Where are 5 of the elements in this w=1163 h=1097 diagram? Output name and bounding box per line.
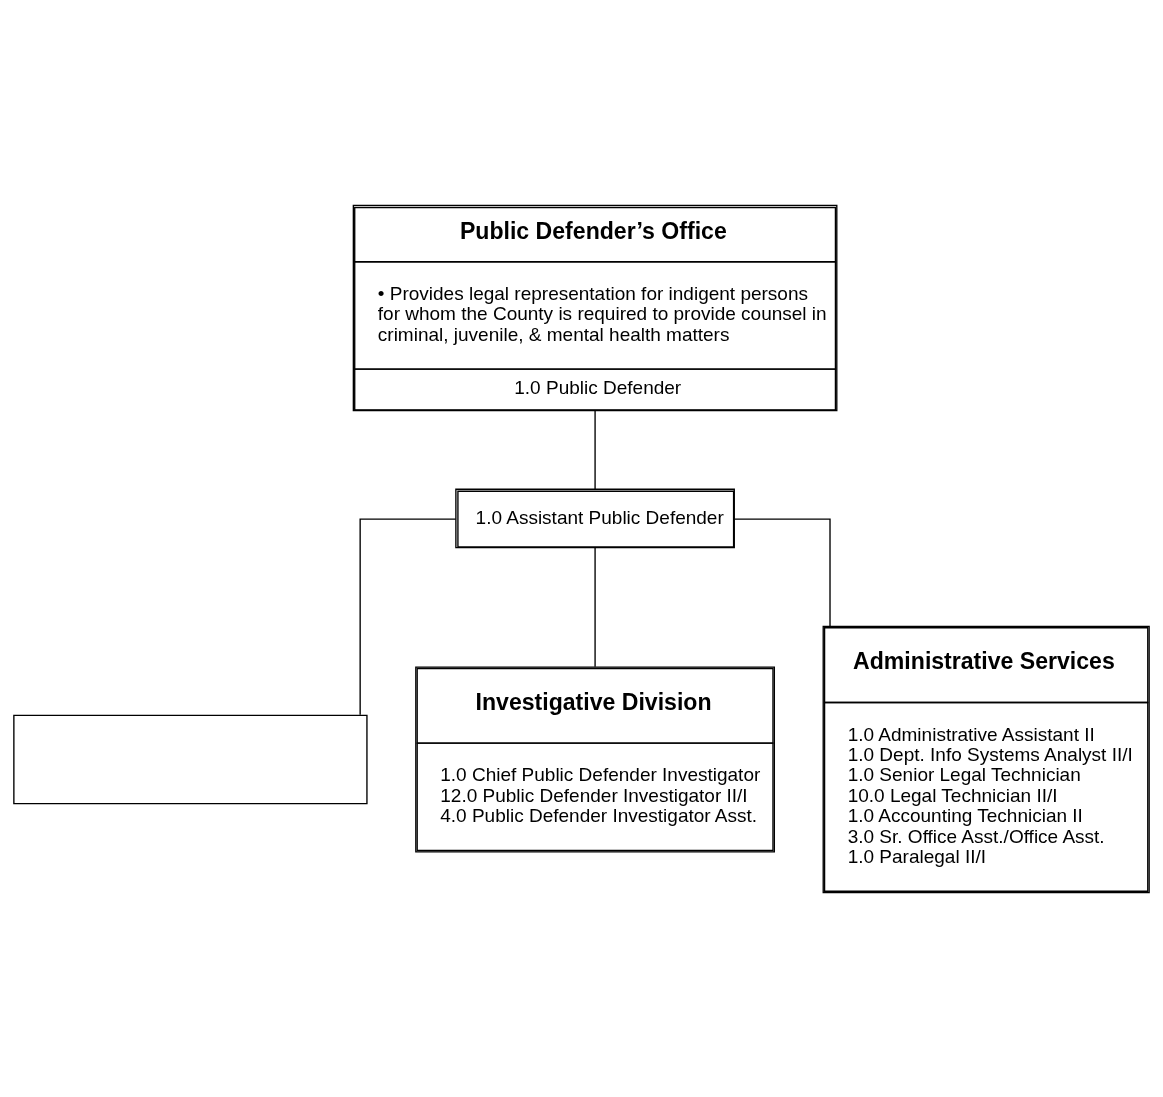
connector xyxy=(359,517,457,715)
connector xyxy=(733,517,831,627)
node-box xyxy=(13,714,368,804)
connector xyxy=(594,409,596,490)
connector xyxy=(594,546,596,667)
